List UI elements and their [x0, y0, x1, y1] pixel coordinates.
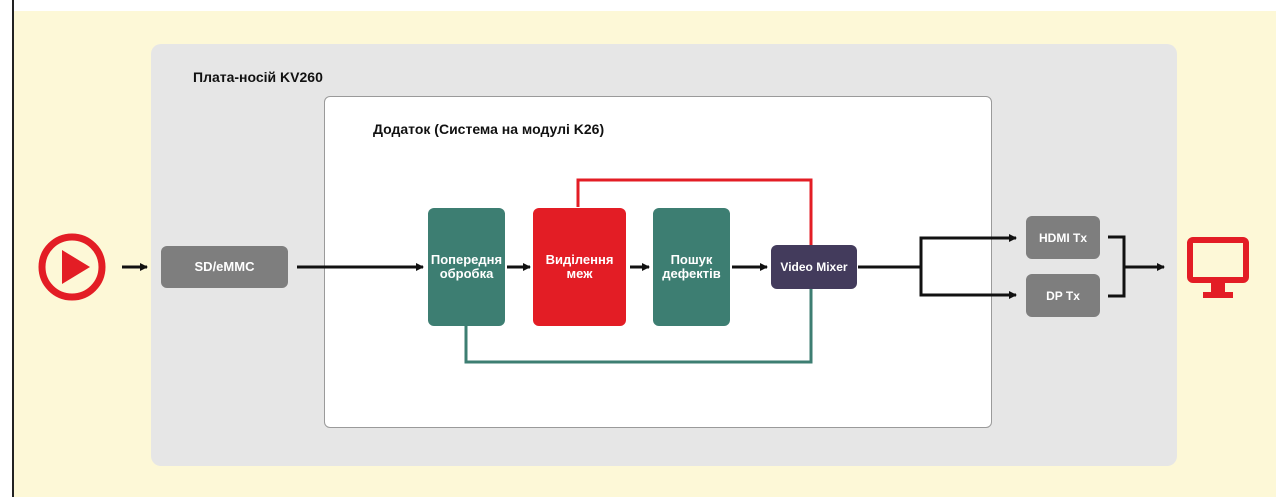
- dp-tx-block: DP Tx: [1026, 274, 1100, 317]
- video-mixer-block: Video Mixer: [771, 245, 857, 289]
- monitor-icon: [1187, 237, 1249, 298]
- board-title: Плата-носій KV260: [193, 69, 323, 85]
- defect-search-block: Пошук дефектів: [653, 208, 730, 326]
- storage-block: SD/eMMC: [161, 246, 288, 288]
- arrow-to-dp: [919, 267, 1017, 299]
- play-icon: [38, 233, 106, 301]
- app-title: Додаток (Система на модулі K26): [373, 121, 605, 137]
- left-border-rule: [12, 0, 14, 497]
- output-merge-bracket: [1108, 235, 1126, 298]
- arrow-to-hdmi: [919, 234, 1017, 295]
- edge-detection-block: Виділення меж: [533, 208, 626, 326]
- preprocess-bypass-line: [464, 289, 813, 364]
- preprocess-block: Попередня обробка: [428, 208, 505, 326]
- hdmi-tx-block: HDMI Tx: [1026, 216, 1100, 259]
- edge-bypass-line: [576, 178, 813, 245]
